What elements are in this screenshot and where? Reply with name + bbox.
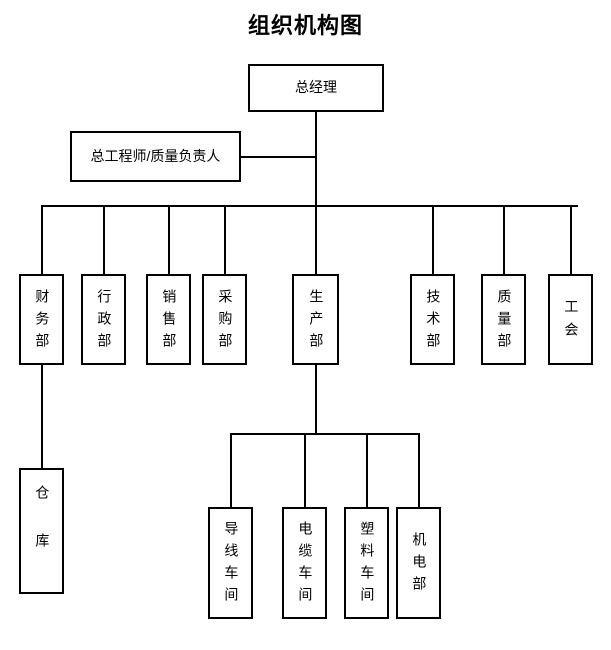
- node-warehouse[interactable]: 仓库: [19, 468, 64, 594]
- connector-bus-to-plastic-workshop: [366, 433, 368, 508]
- connector-gm-to-bus: [315, 112, 317, 207]
- node-wire-workshop[interactable]: 导线车间: [208, 507, 253, 619]
- node-production-department[interactable]: 生产部: [292, 274, 339, 365]
- connector-workshop-bus: [230, 433, 420, 435]
- connector-bus-to-sales: [168, 205, 170, 275]
- connector-gm-to-chief-engineer: [240, 156, 317, 158]
- node-purchase-department[interactable]: 采购部: [202, 274, 247, 365]
- node-sales-department[interactable]: 销售部: [146, 274, 191, 365]
- node-admin-department[interactable]: 行政部: [81, 274, 126, 365]
- connector-bus-to-union: [570, 205, 572, 275]
- node-quality-department[interactable]: 质量部: [481, 274, 526, 365]
- node-finance-department[interactable]: 财务部: [19, 274, 64, 365]
- connector-bus-to-admin: [103, 205, 105, 275]
- connector-bus-to-quality: [503, 205, 505, 275]
- connector-bus-to-production: [315, 205, 317, 275]
- page-title: 组织机构图: [247, 13, 363, 38]
- connector-bus-to-finance: [41, 205, 43, 275]
- connector-finance-to-warehouse: [41, 364, 43, 470]
- connector-production-to-bus: [315, 364, 317, 435]
- node-chief-engineer[interactable]: 总工程师/质量负责人: [70, 131, 241, 182]
- connector-bus-to-technology: [432, 205, 434, 275]
- connector-bus-to-electromechanical: [418, 433, 420, 508]
- connector-bus-to-purchase: [224, 205, 226, 275]
- node-labor-union[interactable]: 工会: [548, 274, 593, 365]
- connector-bus-to-cable-workshop: [304, 433, 306, 508]
- node-plastic-workshop[interactable]: 塑料车间: [344, 507, 389, 619]
- connector-main-bus: [41, 205, 578, 207]
- connector-bus-to-wire-workshop: [230, 433, 232, 508]
- node-technology-department[interactable]: 技术部: [410, 274, 455, 365]
- node-electromechanical-department[interactable]: 机电部: [396, 507, 441, 619]
- node-cable-workshop[interactable]: 电缆车间: [282, 507, 327, 619]
- node-general-manager[interactable]: 总经理: [248, 64, 384, 112]
